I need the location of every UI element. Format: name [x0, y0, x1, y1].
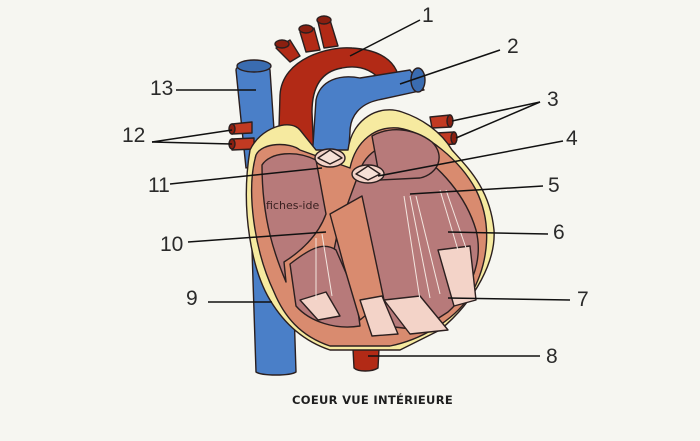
label-7: 7: [577, 288, 589, 311]
label-3: 3: [547, 88, 559, 111]
label-10: 10: [160, 233, 183, 256]
label-11: 11: [148, 174, 170, 197]
diagram-caption: COEUR VUE INTÉRIEURE: [292, 392, 453, 407]
heart-body: [246, 110, 494, 350]
label-5: 5: [548, 174, 560, 197]
watermark: fiches-ide: [266, 199, 319, 212]
label-1: 1: [422, 4, 434, 27]
label-6: 6: [553, 221, 565, 244]
label-13: 13: [150, 77, 173, 100]
label-2: 2: [507, 35, 519, 58]
label-8: 8: [546, 345, 558, 368]
label-9: 9: [186, 287, 198, 310]
label-4: 4: [566, 127, 578, 150]
label-12: 12: [122, 124, 145, 147]
